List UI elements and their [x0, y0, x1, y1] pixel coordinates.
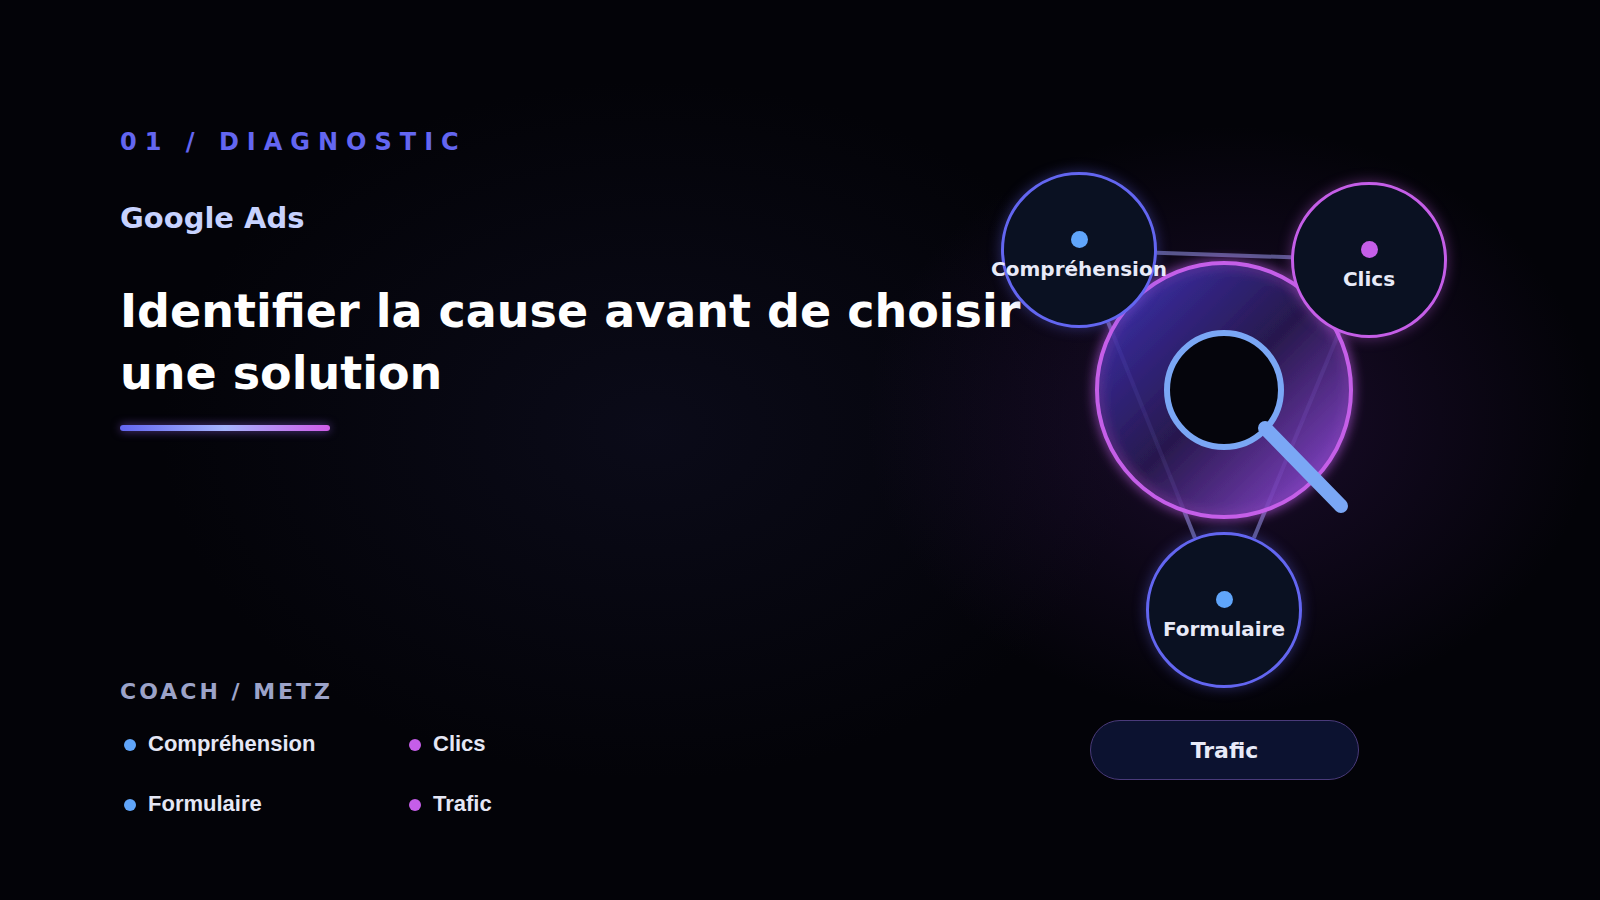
magnifier-handle: [1265, 428, 1341, 506]
footer-label: COACH / METZ: [120, 679, 333, 704]
legend-text: Trafic: [433, 791, 492, 817]
node-text: Clics: [1343, 267, 1395, 291]
node-text: Trafic: [1191, 738, 1259, 763]
legend-text: Clics: [433, 731, 486, 757]
factor-circle: Clics: [1291, 182, 1447, 338]
legend-text: Formulaire: [148, 791, 262, 817]
legend-swatch: [124, 799, 136, 811]
connector-line: [1157, 253, 1291, 258]
title-underline: [120, 425, 330, 431]
legend-swatch: [124, 739, 136, 751]
section-kicker: 01 / DIAGNOSTIC: [120, 128, 467, 156]
node-text: Formulaire: [1163, 617, 1285, 641]
subtitle: Google Ads: [120, 201, 305, 235]
node-dot: [1071, 231, 1088, 248]
factor-circle: Formulaire: [1146, 532, 1302, 688]
legend-swatch: [409, 799, 421, 811]
legend-text: Compréhension: [148, 731, 315, 757]
node-dot: [1216, 591, 1233, 608]
node-text: Compréhension: [991, 257, 1167, 281]
node-dot: [1361, 241, 1378, 258]
category-pill: Trafic: [1090, 720, 1359, 780]
slide-title: Identifier la cause avant de choisir une…: [120, 280, 1130, 404]
legend-swatch: [409, 739, 421, 751]
factor-circle: Compréhension: [1001, 172, 1157, 328]
